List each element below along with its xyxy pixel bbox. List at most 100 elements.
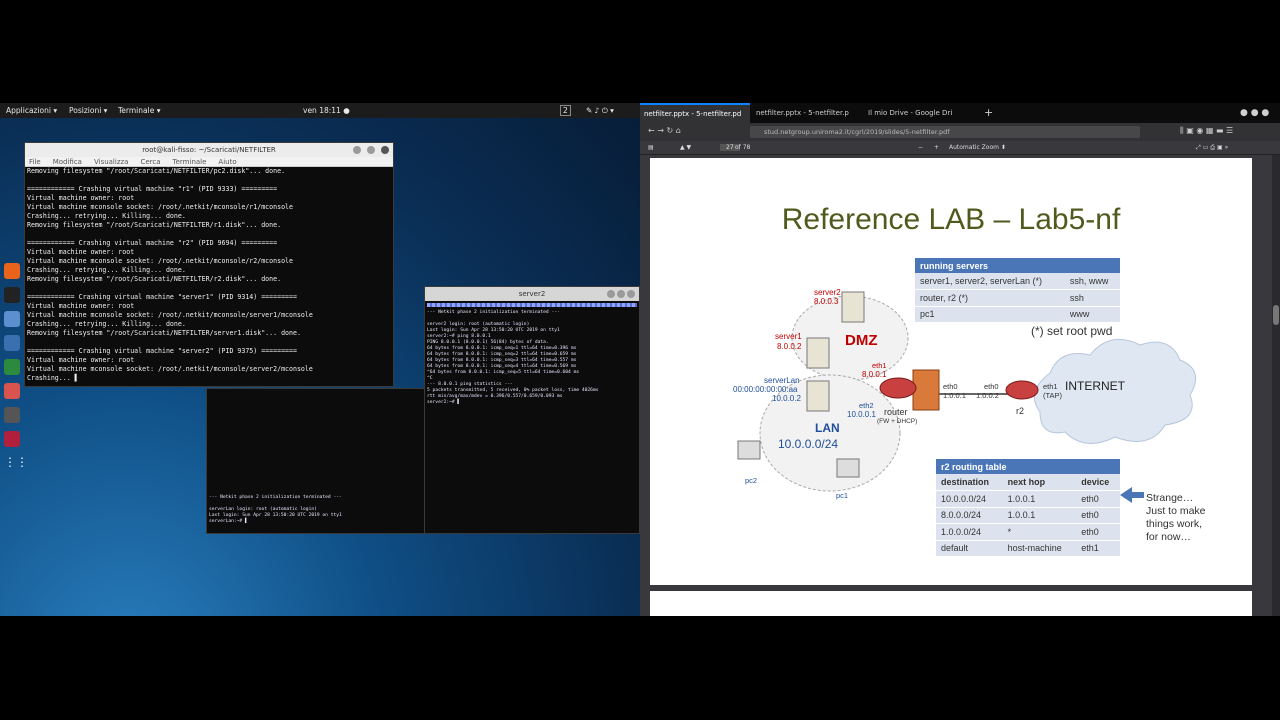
serverlan-terminal[interactable]: --- Netkit phase 2 initialization termin… bbox=[206, 388, 426, 534]
label-lan-net: 10.0.0.0/24 bbox=[778, 437, 839, 451]
main-terminal-title: root@kali-fisso: ~/Scaricati/NETFILTER bbox=[142, 146, 276, 154]
linux-desktop: Applicazioni ▾ Posizioni ▾ Terminale ▾ v… bbox=[0, 103, 640, 616]
terminal-menu-visualizza[interactable]: Visualizza bbox=[93, 158, 129, 166]
pdf-scrollbar[interactable] bbox=[1272, 155, 1280, 616]
r2-icon bbox=[1005, 380, 1039, 400]
window-controls[interactable]: ● ● ● bbox=[1240, 108, 1270, 118]
arrow-icon bbox=[1120, 487, 1144, 503]
serverlan-terminal-output[interactable]: --- Netkit phase 2 initialization termin… bbox=[209, 495, 342, 524]
zoom-select[interactable]: Automatic Zoom ⬍ bbox=[949, 144, 1006, 151]
close-icon[interactable] bbox=[627, 290, 635, 298]
sidebar-toggle-icon[interactable]: ▤ bbox=[648, 144, 654, 151]
files-icon[interactable] bbox=[4, 311, 20, 327]
terminal-menu-modifica[interactable]: Modifica bbox=[52, 158, 82, 166]
label-eth1-ip: 8.0.0.1 bbox=[862, 370, 887, 379]
tab-label: netfilter.pptx - 5-netfilter.pd bbox=[644, 110, 742, 118]
tab-netfilter-1[interactable]: netfilter.pptx - 5-netfilter.pd bbox=[640, 103, 750, 123]
firefox-icon[interactable] bbox=[4, 263, 20, 279]
close-icon[interactable] bbox=[381, 146, 389, 154]
server2-icon bbox=[841, 291, 865, 323]
table-row: router, r2 (*)ssh bbox=[915, 289, 1120, 307]
table-cell: server1, server2, serverLan (*) bbox=[915, 273, 1065, 290]
note-line: for now… bbox=[1146, 531, 1191, 543]
routing-table-header: r2 routing table bbox=[936, 459, 1120, 474]
applications-menu[interactable]: Applicazioni ▾ bbox=[6, 106, 58, 115]
pdf-tool-icons[interactable]: ⤢ ▭ ⎙ ▣ » bbox=[1196, 144, 1229, 151]
server2-terminal[interactable]: server2 --- Netkit phase 2 initializatio… bbox=[424, 286, 640, 534]
table-cell: eth0 bbox=[1076, 490, 1120, 508]
monitor-icon[interactable] bbox=[4, 359, 20, 375]
next-pdf-page bbox=[650, 591, 1252, 616]
scroll-thumb[interactable] bbox=[1273, 305, 1279, 325]
server2-title-bar[interactable]: server2 bbox=[425, 287, 639, 301]
app-grid-icon[interactable]: ⋮⋮ bbox=[4, 455, 28, 469]
minimize-icon[interactable] bbox=[353, 146, 361, 154]
app-icon[interactable] bbox=[4, 407, 20, 423]
terminal-icon[interactable] bbox=[4, 287, 20, 303]
serverlan-icon bbox=[806, 380, 830, 412]
running-servers-table: running servers server1, server2, server… bbox=[915, 258, 1120, 323]
terminal-app-menu[interactable]: Terminale ▾ bbox=[118, 106, 161, 115]
server2-terminal-output[interactable]: --- Netkit phase 2 initialization termin… bbox=[427, 310, 599, 405]
tab-strip: netfilter.pptx - 5-netfilter.pd netfilte… bbox=[640, 103, 1280, 123]
table-row: server1, server2, serverLan (*)ssh, www bbox=[915, 273, 1120, 290]
column-header: next hop bbox=[1002, 474, 1077, 491]
terminal-menu-aiuto[interactable]: Aiuto bbox=[218, 158, 237, 166]
label-pc1: pc1 bbox=[836, 491, 849, 500]
table-cell: 1.0.0.1 bbox=[1002, 490, 1077, 508]
maximize-icon[interactable] bbox=[367, 146, 375, 154]
tool-icon[interactable] bbox=[4, 383, 20, 399]
zoom-out-icon[interactable]: − bbox=[918, 144, 924, 151]
clock[interactable]: ven 18:11 ● bbox=[303, 106, 350, 115]
internet-cloud bbox=[1033, 338, 1197, 444]
table-cell: 8.0.0.0/24 bbox=[936, 507, 1003, 524]
workspace-indicator[interactable]: 2 bbox=[560, 105, 571, 116]
main-terminal[interactable]: root@kali-fisso: ~/Scaricati/NETFILTER F… bbox=[24, 142, 394, 387]
url-input[interactable]: stud.netgroup.uniroma2.it/cgrl/2019/slid… bbox=[750, 126, 1140, 138]
label-eth2: eth2 bbox=[859, 401, 874, 410]
tab-netfilter-2[interactable]: netfilter.pptx - 5-netfilter.p bbox=[752, 103, 862, 123]
pc1-icon bbox=[836, 458, 860, 478]
new-tab-button[interactable]: + bbox=[984, 106, 994, 119]
status-icons[interactable]: ✎ ♪ ⏻ ▾ bbox=[586, 106, 614, 115]
terminal-menu-cerca[interactable]: Cerca bbox=[140, 158, 161, 166]
terminal-menu-terminale[interactable]: Terminale bbox=[172, 158, 207, 166]
security-icon[interactable] bbox=[4, 335, 20, 351]
progress-banner bbox=[427, 303, 637, 307]
table-cell: * bbox=[1002, 523, 1077, 541]
pdf-viewer: Reference LAB – Lab5-nf bbox=[640, 155, 1280, 616]
table-cell: host-machine bbox=[1002, 540, 1077, 557]
slide-title: Reference LAB – Lab5-nf bbox=[781, 203, 1121, 236]
main-terminal-output[interactable]: Removing filesystem "/root/Scaricati/NET… bbox=[27, 167, 313, 382]
minimize-icon[interactable] bbox=[607, 290, 615, 298]
main-terminal-title-bar[interactable]: root@kali-fisso: ~/Scaricati/NETFILTER bbox=[25, 143, 393, 157]
label-serverlan: serverLan bbox=[764, 376, 800, 385]
page-nav-icons[interactable]: ▲ ▼ bbox=[680, 144, 692, 151]
label-server1-ip: 8.0.0.2 bbox=[777, 342, 802, 351]
terminal-menu-file[interactable]: File bbox=[29, 158, 41, 166]
tab-label: netfilter.pptx - 5-netfilter.p bbox=[756, 109, 849, 117]
page-number-input[interactable]: 27 bbox=[720, 144, 740, 151]
tab-google-drive[interactable]: Il mio Drive - Google Dri bbox=[864, 103, 974, 123]
nav-buttons[interactable]: ← → ↻ ⌂ bbox=[648, 126, 681, 135]
pc2-icon bbox=[737, 440, 761, 460]
zoom-in-icon[interactable]: + bbox=[934, 144, 940, 151]
label-router: router bbox=[884, 407, 908, 417]
label-server2: server2 bbox=[814, 288, 841, 297]
network-diagram bbox=[737, 291, 1197, 503]
maximize-icon[interactable] bbox=[617, 290, 625, 298]
toolbar-icons[interactable]: ⫼ ▣ ◉ ▦ ▬ ☰ bbox=[1180, 126, 1234, 135]
places-menu[interactable]: Posizioni ▾ bbox=[69, 106, 108, 115]
table-cell: 10.0.0.0/24 bbox=[936, 490, 1003, 508]
label-internet: INTERNET bbox=[1065, 379, 1125, 393]
table-cell: eth0 bbox=[1076, 507, 1120, 524]
label-r2-eth1: eth1 bbox=[1043, 382, 1058, 391]
x-app-icon[interactable] bbox=[4, 431, 20, 447]
table-cell: eth0 bbox=[1076, 523, 1120, 541]
server2-title: server2 bbox=[518, 290, 546, 298]
pdf-toolbar: ▤ ▲ ▼ 27 of 78 − + Automatic Zoom ⬍ ⤢ ▭ … bbox=[640, 141, 1280, 155]
